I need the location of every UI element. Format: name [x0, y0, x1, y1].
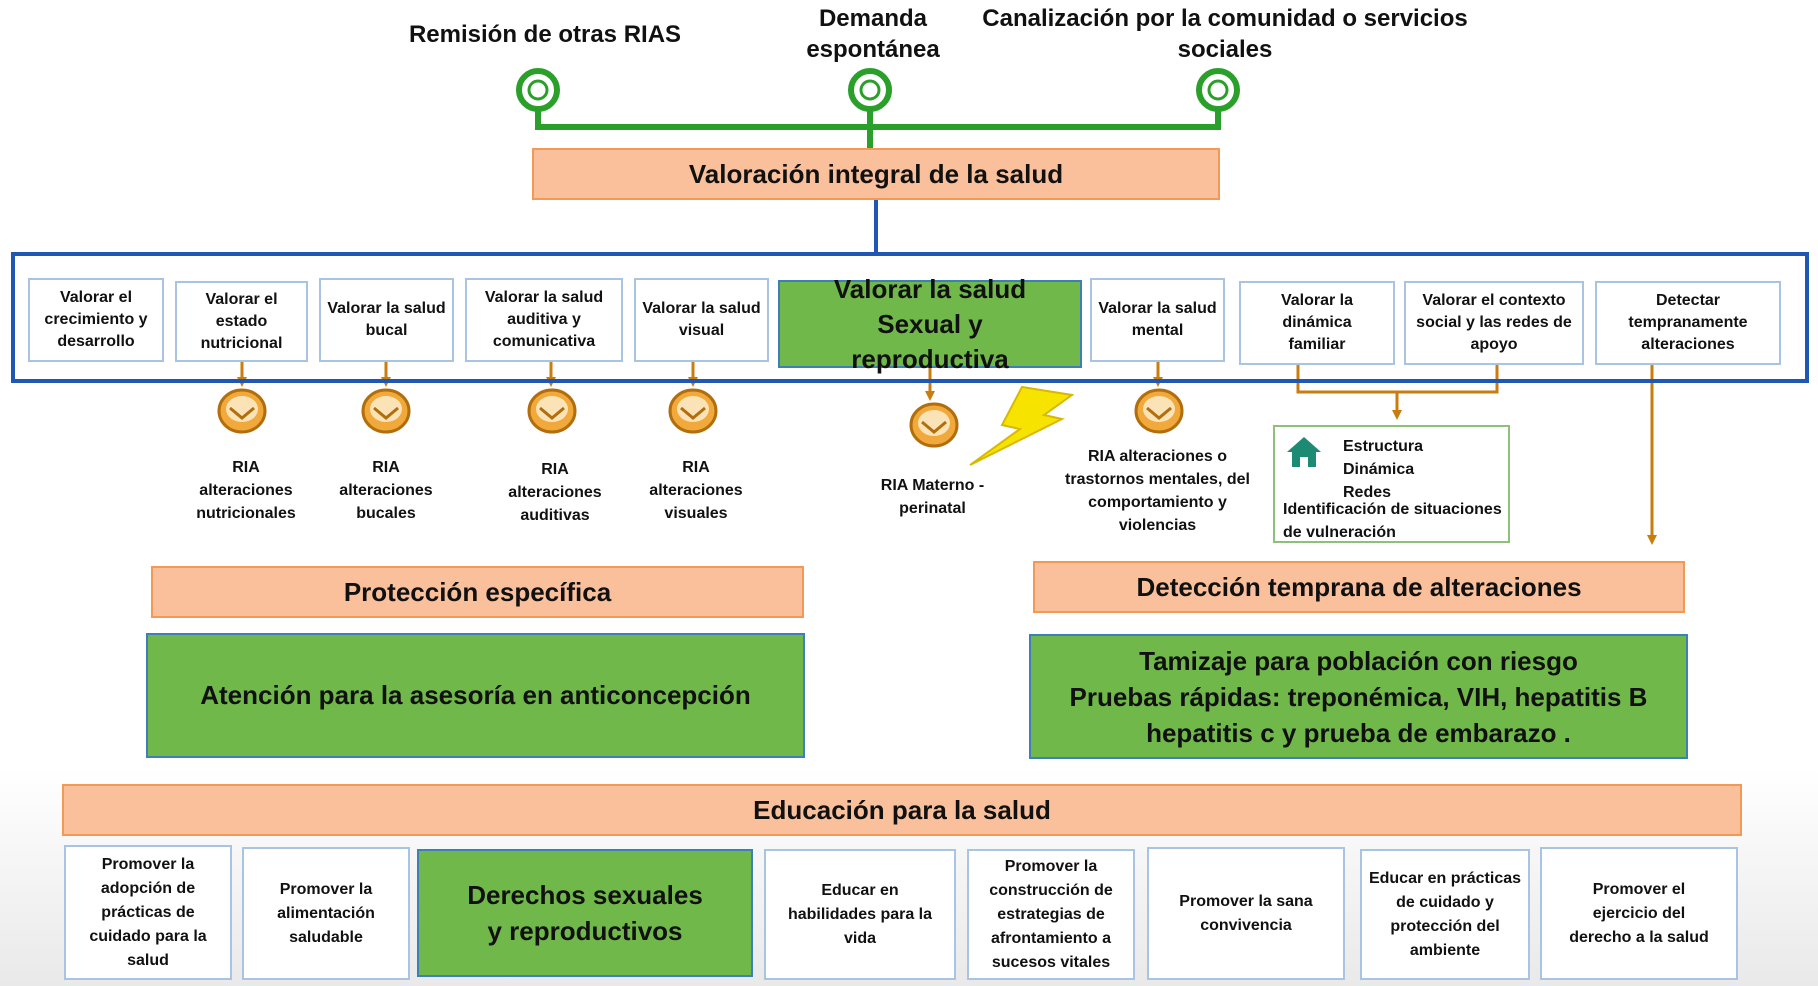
entry-node-icon: [1196, 68, 1240, 112]
assessment-sexual: Valorar la salud Sexual y reproductiva: [778, 274, 1082, 374]
proteccion-content: Atención para la asesoría en anticoncepc…: [146, 633, 805, 758]
deteccion-title: Detección temprana de alteraciones: [1033, 561, 1685, 613]
family-bracket: [1296, 365, 1499, 415]
educacion-derechos: Derechos sexuales y reproductivos: [417, 849, 753, 977]
ria-mental: RIA alteraciones o trastornos mentales, …: [1065, 448, 1250, 534]
ria-badge-icon: [527, 388, 577, 434]
ria-visuales: RIA alteraciones visuales: [649, 458, 743, 522]
ria-badge-icon: [361, 388, 411, 434]
assessment-visual: Valorar la salud visual: [634, 278, 769, 362]
educacion-title: Educación para la salud: [62, 784, 1742, 836]
entry-node-icon: [848, 68, 892, 112]
deteccion-line-3: hepatitis c y prueba de embarazo .: [1146, 717, 1571, 748]
assessment-auditiva: Valorar la salud auditiva y comunicativa: [465, 278, 623, 362]
ria-badge-icon: [1134, 388, 1184, 434]
legend-estructura: Estructura: [1343, 438, 1424, 455]
legend-redes: Redes: [1343, 484, 1392, 501]
assessment-contexto: Valorar el contexto social y las redes d…: [1404, 281, 1584, 365]
ria-badge-icon: [217, 388, 267, 434]
lightning-icon: [969, 385, 1074, 466]
educacion-convivencia: Promover la sana convivencia: [1147, 847, 1345, 980]
legend-dinamica: Dinámica: [1343, 461, 1415, 478]
main-title: Valoración integral de la salud: [532, 148, 1220, 200]
ria-materno-perinatal: RIA Materno - perinatal: [880, 477, 985, 517]
assessment-nutricional: Valorar el estado nutricional: [175, 281, 308, 362]
educacion-habilidades: Educar en habilidades para la vida: [764, 849, 956, 980]
educacion-alimentacion: Promover la alimentación saludable: [242, 847, 410, 980]
entry-node-icon: [516, 68, 560, 112]
assessment-dinamica: Valorar la dinámica familiar: [1239, 281, 1395, 365]
educacion-practicas: Promover la adopción de prácticas de cui…: [64, 845, 232, 980]
deteccion-line-2: Pruebas rápidas: treponémica, VIH, hepat…: [1069, 681, 1648, 712]
ria-badge-icon: [668, 388, 718, 434]
family-legend: Estructura Dinámica Redes Identificación…: [1273, 425, 1510, 543]
assessment-crecimiento: Valorar el crecimiento y desarrollo: [28, 278, 164, 362]
source-remision: Remisión de otras RIAS: [408, 20, 682, 48]
assessment-bucal: Valorar la salud bucal: [319, 278, 454, 362]
source-canalizacion: Canalización por la comunidad o servicio…: [982, 5, 1468, 63]
deteccion-content: Tamizaje para población con riesgo Prueb…: [1029, 634, 1688, 759]
source-demanda: Demanda espontánea: [806, 5, 940, 63]
educacion-afrontamiento: Promover la construcción de estrategias …: [967, 849, 1135, 980]
educacion-derecho-salud: Promover el ejercicio del derecho a la s…: [1540, 847, 1738, 980]
legend-identificacion: Identificación de situaciones de vulnera…: [1283, 501, 1502, 541]
assessment-detectar: Detectar tempranamente alteraciones: [1595, 281, 1781, 365]
ria-nutricionales: RIA alteraciones nutricionales: [196, 458, 296, 522]
proteccion-title: Protección específica: [151, 566, 804, 618]
house-icon: [1287, 437, 1321, 467]
entry-connector: [535, 110, 1221, 130]
assessment-container: [11, 252, 1809, 383]
deteccion-line-1: Tamizaje para población con riesgo: [1139, 645, 1578, 676]
ria-badge-icon: [909, 402, 959, 448]
assessment-mental: Valorar la salud mental: [1090, 278, 1225, 362]
ria-auditivas: RIA alteraciones auditivas: [508, 460, 602, 524]
educacion-ambiente: Educar en prácticas de cuidado y protecc…: [1360, 849, 1530, 980]
ria-bucales: RIA alteraciones bucales: [339, 458, 433, 522]
